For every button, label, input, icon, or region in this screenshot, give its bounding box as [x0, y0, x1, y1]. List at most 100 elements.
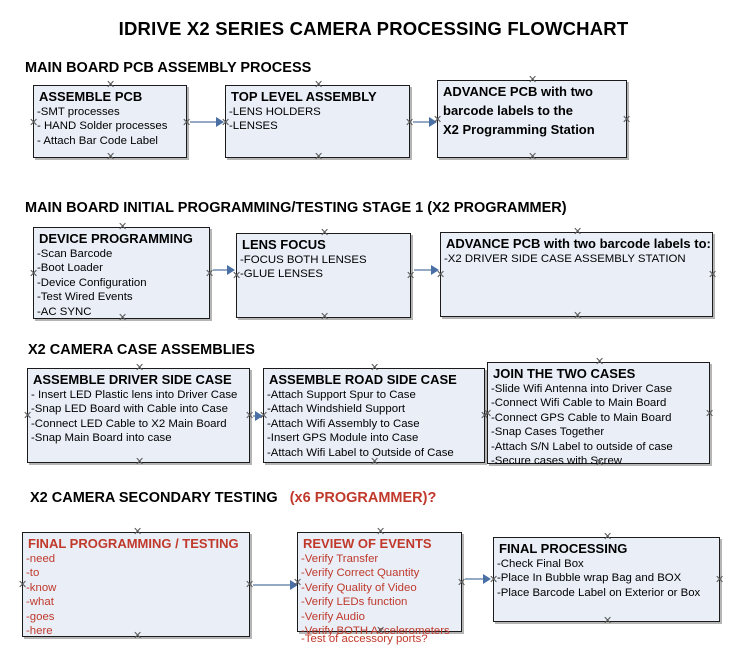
flow-box-final-processing[interactable]: FINAL PROCESSING -Check Final Box -Place…: [489, 532, 724, 627]
box-line: -Attach S/N Label to outside of case: [491, 440, 673, 453]
connector-arrowhead-icon: [227, 265, 235, 275]
connection-handle-left[interactable]: ✕: [436, 269, 446, 281]
box-title: ASSEMBLE ROAD SIDE CASE: [269, 372, 457, 387]
box-title: TOP LEVEL ASSEMBLY: [231, 89, 377, 104]
connection-handle-right[interactable]: ✕: [405, 117, 415, 129]
box-line: -Insert GPS Module into Case: [267, 432, 419, 445]
connection-handle-bottom[interactable]: ✕: [106, 151, 116, 163]
box-line: -Scan Barcode: [37, 248, 113, 260]
box-line: - Insert LED Plastic lens into Driver Ca…: [31, 389, 238, 401]
connection-handle-bottom[interactable]: ✕: [135, 456, 145, 468]
connection-handle-right[interactable]: ✕: [457, 577, 467, 589]
connection-handle-top[interactable]: ✕: [118, 221, 128, 233]
connection-handle-bottom[interactable]: ✕: [376, 625, 386, 637]
flow-box-advance-pcb-programming-station[interactable]: ADVANCE PCB with two barcode labels to t…: [433, 75, 631, 163]
box-title: FINAL PROGRAMMING / TESTING: [28, 536, 239, 551]
connection-handle-bottom[interactable]: ✕: [528, 151, 538, 163]
box-line: -Connect LED Cable to X2 Main Board: [31, 417, 227, 430]
connection-handle-left[interactable]: ✕: [18, 579, 28, 591]
section-heading-main-board-initial-programming: MAIN BOARD INITIAL PROGRAMMING/TESTING S…: [25, 200, 567, 216]
connection-handle-right[interactable]: ✕: [480, 410, 490, 422]
connection-handle-top[interactable]: ✕: [135, 362, 145, 374]
box-line: -Snap Cases Together: [491, 426, 605, 439]
box-line: -Snap Main Board into case: [31, 432, 172, 445]
connection-handle-left[interactable]: ✕: [232, 270, 242, 282]
flow-box-lens-focus[interactable]: LENS FOCUS -FOCUS BOTH LENSES -GLUE LENS…: [232, 228, 415, 323]
connector-line: [213, 269, 228, 271]
connector-arrowhead-icon: [290, 580, 298, 590]
connection-handle-right[interactable]: ✕: [708, 269, 718, 281]
connection-handle-left[interactable]: ✕: [293, 577, 303, 589]
box-line-overflow: -Test of accessory ports?: [301, 632, 428, 645]
connection-handle-left[interactable]: ✕: [29, 117, 39, 129]
connection-handle-top[interactable]: ✕: [603, 531, 613, 543]
connection-handle-bottom[interactable]: ✕: [370, 456, 380, 468]
flow-box-assemble-road-side-case[interactable]: ASSEMBLE ROAD SIDE CASE -Attach Support …: [259, 363, 489, 468]
flow-box-top-level-assembly[interactable]: TOP LEVEL ASSEMBLY -LENS HOLDERS -LENSES…: [221, 80, 414, 163]
connector-arrowhead-icon: [255, 411, 263, 421]
box-line: -need: [26, 553, 56, 565]
box-line: -Connect Wifi Cable to Main Board: [491, 397, 667, 410]
section-heading-text: X2 CAMERA SECONDARY TESTING: [30, 490, 278, 506]
connection-handle-bottom[interactable]: ✕: [133, 630, 143, 642]
box-line: -Secure cases with Screw: [491, 455, 623, 468]
connection-handle-top[interactable]: ✕: [133, 526, 143, 538]
connection-handle-left[interactable]: ✕: [29, 268, 39, 280]
connection-handle-right[interactable]: ✕: [406, 270, 416, 282]
connection-handle-right[interactable]: ✕: [182, 117, 192, 129]
connection-handle-bottom[interactable]: ✕: [603, 615, 613, 627]
connection-handle-left[interactable]: ✕: [483, 408, 493, 420]
connection-handle-left[interactable]: ✕: [433, 114, 443, 126]
connector-arrowhead-icon: [431, 265, 439, 275]
connection-handle-bottom[interactable]: ✕: [314, 151, 324, 163]
flow-box-advance-pcb-driver-side-case[interactable]: ADVANCE PCB with two barcode labels to: …: [436, 227, 717, 322]
connection-handle-right[interactable]: ✕: [715, 574, 725, 586]
box-title: DEVICE PROGRAMMING: [39, 231, 193, 246]
box-title: ADVANCE PCB with two barcode labels to:: [446, 236, 711, 251]
box-line: -Snap LED Board with Cable into Case: [31, 403, 228, 416]
box-line: -here: [26, 625, 53, 638]
connection-handle-right[interactable]: ✕: [205, 268, 215, 280]
connector-line: [413, 121, 430, 123]
connector-line: [253, 584, 294, 586]
connection-handle-top[interactable]: ✕: [595, 356, 605, 368]
box-line: -goes: [26, 610, 55, 623]
connection-handle-top[interactable]: ✕: [573, 226, 583, 238]
connection-handle-left[interactable]: ✕: [489, 574, 499, 586]
connection-handle-top[interactable]: ✕: [370, 362, 380, 374]
connection-handle-bottom[interactable]: ✕: [595, 457, 605, 469]
connection-handle-top[interactable]: ✕: [376, 526, 386, 538]
box-title: ASSEMBLE PCB: [39, 89, 143, 104]
box-line: -Boot Loader: [37, 262, 103, 275]
flow-box-review-of-events[interactable]: REVIEW OF EVENTS -Verify Transfer -Verif…: [293, 527, 466, 645]
connector-arrowhead-icon: [216, 117, 224, 127]
box-line: -Attach Support Spur to Case: [267, 389, 416, 401]
connection-handle-right[interactable]: ✕: [245, 579, 255, 591]
flow-box-assemble-pcb[interactable]: ASSEMBLE PCB -SMT processes - HAND Solde…: [29, 80, 191, 163]
section-heading-text: MAIN BOARD PCB ASSEMBLY PROCESS: [25, 60, 312, 76]
box-line: -know: [26, 581, 57, 594]
connection-handle-top[interactable]: ✕: [314, 79, 324, 91]
flow-box-device-programming[interactable]: DEVICE PROGRAMMING -Scan Barcode -Boot L…: [29, 222, 214, 324]
connection-handle-top[interactable]: ✕: [528, 74, 538, 86]
connection-handle-left[interactable]: ✕: [23, 410, 33, 422]
connection-handle-bottom[interactable]: ✕: [320, 311, 330, 323]
box-title: LENS FOCUS: [242, 237, 326, 252]
flow-box-assemble-driver-side-case[interactable]: ASSEMBLE DRIVER SIDE CASE - Insert LED P…: [23, 363, 254, 468]
flow-box-final-programming-testing[interactable]: FINAL PROGRAMMING / TESTING -need -to -k…: [18, 527, 254, 642]
connection-handle-right[interactable]: ✕: [705, 408, 715, 420]
connection-handle-bottom[interactable]: ✕: [118, 312, 128, 324]
section-heading-accent: (x6 PROGRAMMER)?: [289, 490, 437, 506]
connection-handle-bottom[interactable]: ✕: [573, 310, 583, 322]
connection-handle-top[interactable]: ✕: [320, 227, 330, 239]
connection-handle-left[interactable]: ✕: [221, 117, 231, 129]
flow-box-join-the-two-cases[interactable]: JOIN THE TWO CASES -Slide Wifi Antenna i…: [483, 357, 714, 469]
connection-handle-right[interactable]: ✕: [622, 114, 632, 126]
connection-handle-left[interactable]: ✕: [259, 410, 269, 422]
connection-handle-right[interactable]: ✕: [245, 410, 255, 422]
connection-handle-top[interactable]: ✕: [106, 79, 116, 91]
box-title: REVIEW OF EVENTS: [303, 536, 432, 551]
box-line: -SMT processes: [37, 106, 120, 118]
section-heading-x2-camera-secondary-testing: X2 CAMERA SECONDARY TESTING (x6 PROGRAMM…: [30, 490, 436, 506]
